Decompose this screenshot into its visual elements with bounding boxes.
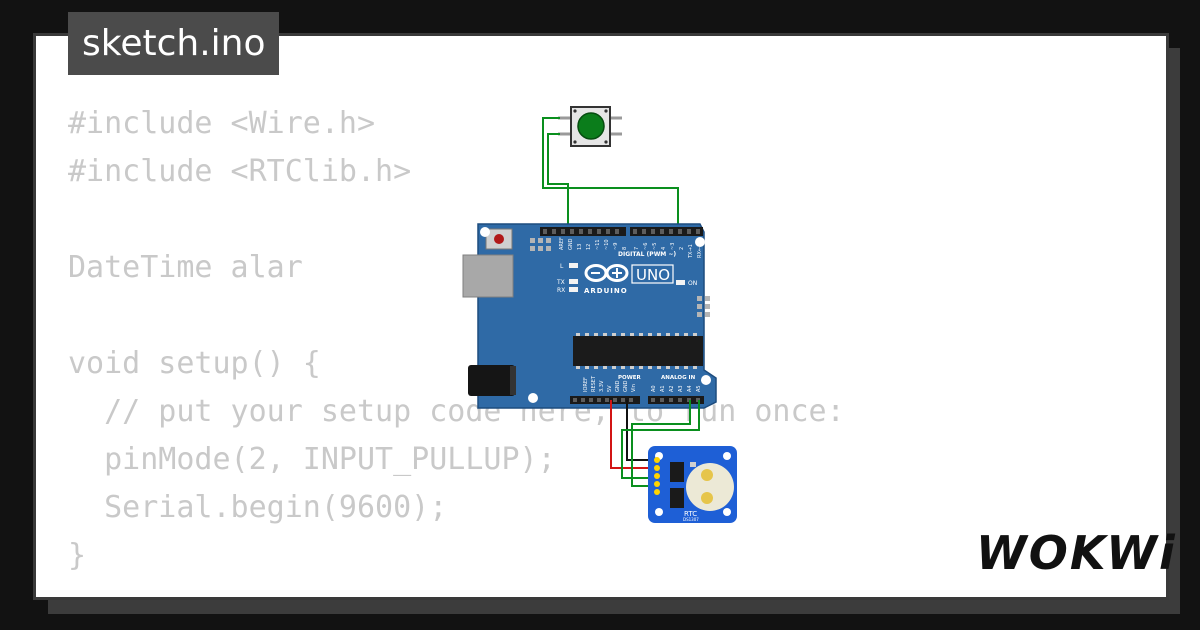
pin-label: A0	[651, 385, 657, 392]
pushbutton[interactable]	[558, 106, 622, 147]
pin-label: IOREF	[583, 377, 589, 392]
reset-button[interactable]	[494, 234, 504, 244]
on-label: ON	[688, 280, 697, 287]
led-tx	[569, 279, 578, 284]
led-label-tx: TX	[556, 279, 565, 286]
led-label-l: L	[560, 263, 564, 270]
pin-label: ~10	[604, 239, 610, 250]
rtc-chip-label: DS1307	[683, 517, 699, 522]
led-rx	[569, 287, 578, 292]
pin-label: A2	[669, 385, 675, 392]
power-jack	[468, 365, 515, 396]
pin-label: Vin	[631, 384, 637, 392]
pin-label: 7	[634, 247, 640, 250]
pin-label: A3	[678, 385, 684, 392]
led-l	[569, 263, 578, 268]
pin-label: AREF	[559, 237, 565, 250]
battery-holder	[686, 463, 734, 511]
board-brand: ARDUINO	[584, 287, 628, 295]
pin-label: 13	[577, 244, 583, 250]
button-cap[interactable]	[577, 112, 605, 140]
arduino-logo-icon	[584, 264, 629, 282]
rtc-label: RTC	[684, 510, 697, 518]
pin-label: ~6	[643, 243, 649, 250]
pin-label: A1	[660, 385, 666, 392]
rtc-module[interactable]: RTC DS1307	[648, 446, 737, 523]
pin-label: 12	[586, 244, 592, 250]
power-label: POWER	[618, 375, 642, 381]
pin-label: GND	[568, 238, 574, 250]
pin-label: GND	[615, 380, 621, 392]
microcontroller-chip	[573, 333, 703, 369]
pin-label: 5V	[607, 385, 613, 392]
code-line: void setup() {	[68, 346, 321, 381]
code-line: Serial.begin(9600);	[68, 490, 448, 525]
arduino-uno-board[interactable]: AREF GND 13 12 ~11 ~10 ~9 8 7 ~6 ~5 4 ~3…	[462, 223, 717, 409]
led-on	[676, 280, 685, 285]
pin-label: RESET	[591, 375, 597, 392]
pin-label: ~5	[652, 243, 658, 250]
pin-label: ~3	[670, 243, 676, 250]
board-model: UNO	[636, 266, 670, 284]
pin-label: 2	[679, 247, 685, 250]
pin-label: GND	[623, 380, 629, 392]
digital-label: DIGITAL (PWM ~)	[618, 251, 676, 258]
pin-label: 4	[661, 247, 667, 250]
pin-label: RX←0	[697, 244, 703, 258]
wokwi-logo: WOKWi	[976, 526, 1177, 580]
sketch-filename-tab[interactable]: sketch.ino	[68, 12, 280, 75]
usb-connector	[462, 254, 514, 298]
pin-label: TX→1	[688, 244, 694, 259]
code-line: pinMode(2, INPUT_PULLUP);	[68, 442, 556, 477]
analog-label: ANALOG IN	[661, 375, 696, 381]
code-line: DateTime alar	[68, 250, 303, 285]
pin-label: 3.3V	[599, 380, 605, 392]
code-line: }	[68, 538, 87, 573]
pin-label: 8	[622, 247, 628, 250]
pin-label: ~11	[595, 239, 601, 250]
pin-label: A5	[696, 385, 702, 392]
pin-label: A4	[687, 385, 693, 392]
led-label-rx: RX	[557, 287, 565, 294]
code-line: #include <Wire.h>	[68, 106, 376, 141]
button-wires	[542, 117, 679, 229]
pin-label: ~9	[613, 243, 619, 250]
code-line: #include <RTClib.h>	[68, 154, 412, 189]
